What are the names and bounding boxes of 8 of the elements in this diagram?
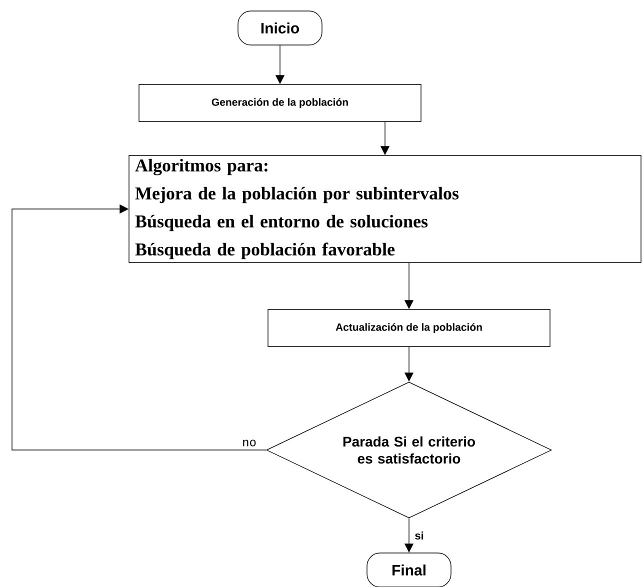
edge-label: no bbox=[243, 440, 256, 446]
edge-label: si bbox=[415, 531, 424, 540]
arrow bbox=[12, 204, 266, 450]
end-terminal: Final bbox=[366, 552, 452, 587]
process-box: Generación de la población bbox=[138, 84, 422, 122]
process-box: Algoritmos para: Mejora de la población por subintervalos Búsqueda en el entorno de soluciones Búsqueda de población favorable bbox=[128, 155, 642, 263]
process-box: Actualización de la población bbox=[268, 309, 550, 347]
start-terminal: Inicio bbox=[238, 10, 322, 46]
